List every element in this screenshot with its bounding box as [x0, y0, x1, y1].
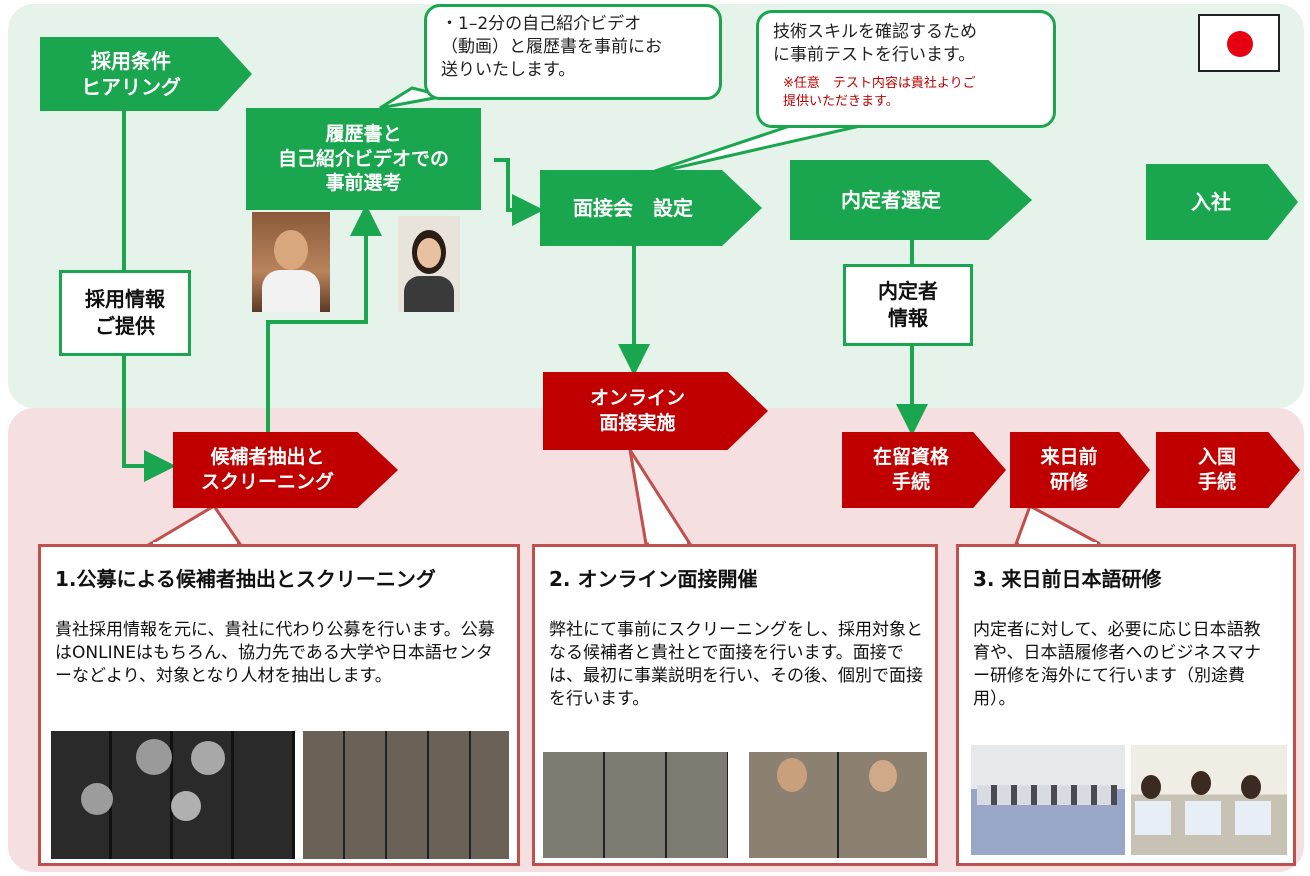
card1-pointer — [144, 503, 243, 546]
online-screening-photo-2 — [303, 731, 509, 859]
step-interview-setup: 面接会 設定 — [540, 170, 762, 246]
card3-pointer — [1013, 503, 1101, 546]
step-screening-docs: 履歴書と 自己紹介ビデオでの 事前選考 — [246, 108, 481, 210]
training-photo-1 — [971, 745, 1125, 855]
step-visa: 在留資格 手続 — [842, 432, 1006, 508]
info-recruit: 採用情報 ご提供 — [59, 270, 191, 356]
step-offer-selection: 内定者選定 — [790, 160, 1032, 240]
card-extract: 1.公募による候補者抽出とスクリーニング 貴社採用情報を元に、貴社に代わり公募を… — [38, 544, 520, 866]
japan-flag-icon — [1198, 14, 1280, 72]
step-hearing: 採用条件 ヒアリング — [40, 37, 252, 111]
card-extract-title: 1.公募による候補者抽出とスクリーニング — [55, 567, 436, 591]
step-entry: 入国 手続 — [1156, 432, 1300, 508]
card-pretraining-body: 内定者に対して、必要に応じ日本語教育や、日本語履修者へのビジネスマナー研修を海外… — [973, 620, 1261, 709]
online-interview-photo-2 — [749, 752, 927, 858]
card-online-interview-body: 弊社にて事前にスクリーニングをし、採用対象となる候補者と貴社とで面接を行います。… — [549, 620, 923, 709]
online-interview-photo-1 — [543, 752, 728, 858]
callout-test: 技術スキルを確認するため に事前テストを行います。 ※任意 テスト内容は貴社より… — [756, 10, 1056, 128]
flow-line-extract-to-docs — [266, 204, 382, 432]
step-online-interview: オンライン 面接実施 — [543, 372, 768, 450]
callout-test-note: ※任意 テスト内容は貴社よりご 提供いただきます。 — [783, 76, 976, 109]
applicant-photo-male — [252, 212, 330, 312]
step-joining: 入社 — [1146, 164, 1298, 240]
info-offer: 内定者 情報 — [843, 264, 973, 346]
card2-pointer — [628, 449, 693, 546]
step-pretraining: 来日前 研修 — [1010, 432, 1150, 508]
callout-video: ・1–2分の自己紹介ビデオ （動画）と履歴書を事前にお 送りいたします。 — [424, 4, 722, 100]
training-photo-2 — [1131, 745, 1287, 855]
callout-video-text: ・1–2分の自己紹介ビデオ （動画）と履歴書を事前にお 送りいたします。 — [441, 14, 662, 80]
flow-line-hearing-to-extract — [122, 110, 176, 482]
card-extract-body: 貴社採用情報を元に、貴社に代わり公募を行います。公募はONLINEはもちろん、協… — [55, 620, 495, 686]
applicant-photo-female — [398, 216, 460, 312]
card-online-interview: 2. オンライン面接開催 弊社にて事前にスクリーニングをし、採用対象となる候補者… — [532, 544, 938, 866]
card-online-interview-title: 2. オンライン面接開催 — [549, 567, 758, 591]
card-pretraining: 3. 来日前日本語研修 内定者に対して、必要に応じ日本語教育や、日本語履修者への… — [956, 544, 1296, 866]
flow-line-docs-to-setup — [494, 158, 544, 226]
step-extract: 候補者抽出と スクリーニング — [173, 432, 398, 508]
card-pretraining-title: 3. 来日前日本語研修 — [973, 567, 1162, 591]
online-screening-photo-1 — [51, 731, 295, 859]
callout-test-text: 技術スキルを確認するため に事前テストを行います。 — [773, 22, 977, 65]
